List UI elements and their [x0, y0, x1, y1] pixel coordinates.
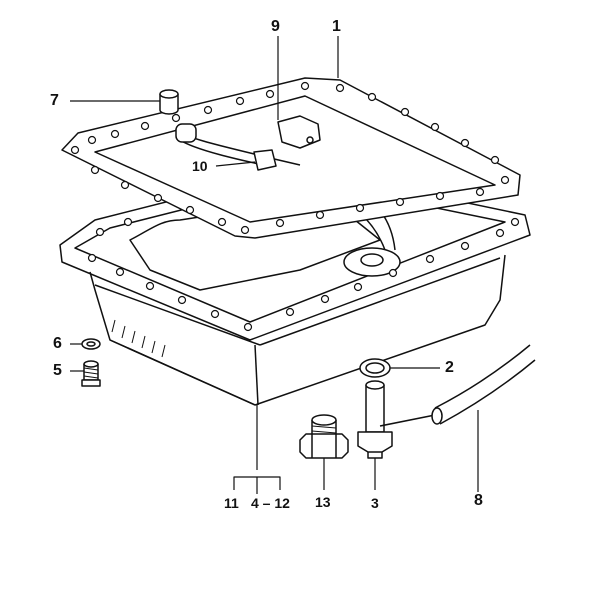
bolt-part-5 [81, 360, 101, 387]
callout-5: 5 [53, 362, 62, 379]
callout-6: 6 [53, 335, 62, 352]
callout-4-12: 4 – 12 [251, 495, 290, 511]
callout-2: 2 [445, 359, 454, 376]
callout-7: 7 [50, 92, 59, 109]
oil-connector-part-3 [357, 380, 441, 459]
washer-part-6 [81, 338, 101, 350]
seal-ring-part-2 [359, 358, 391, 378]
callout-10: 10 [192, 158, 208, 174]
callout-1: 1 [332, 18, 341, 35]
leader-lines [70, 36, 479, 494]
hose-part-8 [431, 344, 536, 425]
callout-9: 9 [271, 18, 280, 35]
callout-13: 13 [315, 494, 331, 510]
gasket [61, 77, 521, 239]
callout-11: 11 [224, 495, 239, 511]
sleeve-part-7 [159, 89, 179, 115]
pickup-pipe [174, 115, 321, 171]
drain-plug-part-13 [299, 414, 349, 459]
callout-8: 8 [474, 492, 483, 509]
callout-3: 3 [371, 495, 379, 511]
